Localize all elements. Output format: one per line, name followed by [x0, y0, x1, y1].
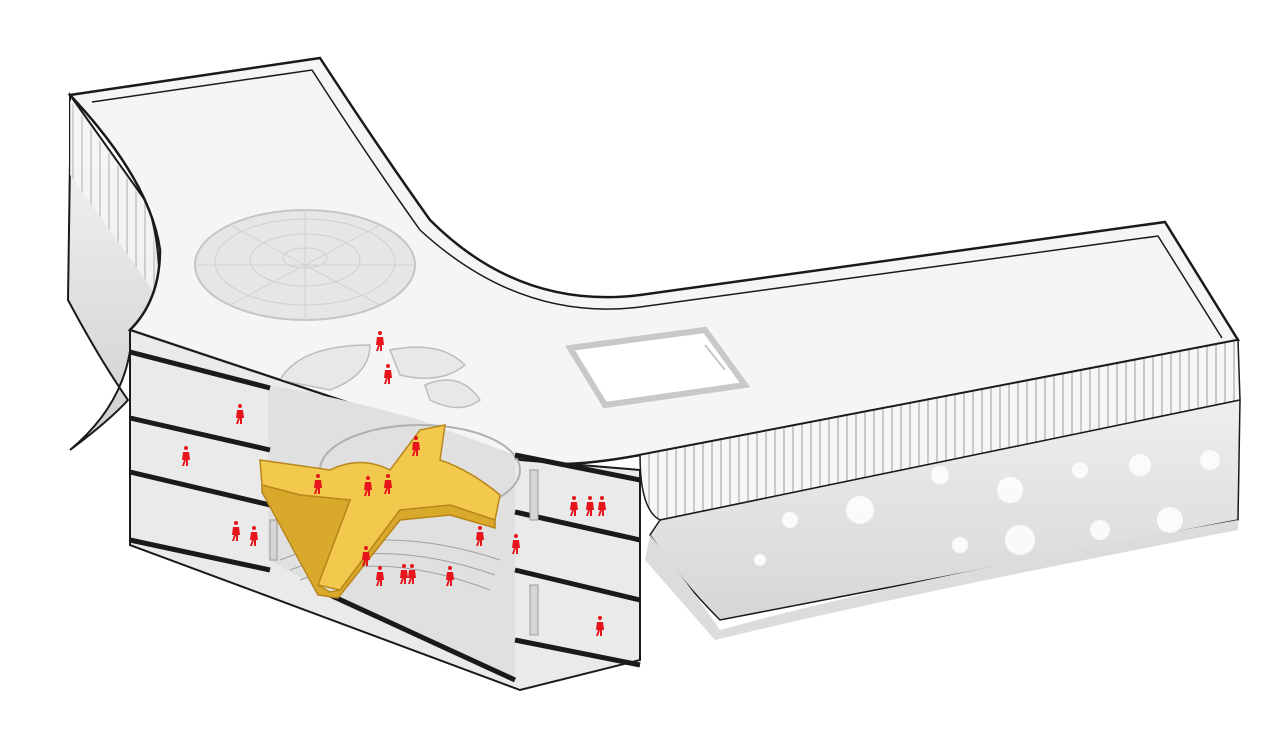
left-louvers	[70, 100, 160, 300]
person-figure	[512, 534, 520, 554]
facade-dots	[754, 450, 1220, 566]
person-figure	[384, 474, 392, 494]
floor-slabs	[129, 349, 641, 683]
people-figures	[182, 331, 606, 636]
person-figure	[314, 474, 322, 494]
round-skylight	[194, 209, 416, 321]
person-figure	[570, 496, 578, 516]
roof-parapet-inner	[91, 69, 1223, 339]
central-stair-bridge	[259, 424, 501, 599]
person-figure	[476, 526, 484, 546]
person-figure	[182, 446, 190, 466]
person-figure	[384, 364, 392, 384]
person-figure	[364, 476, 372, 496]
person-figure	[236, 404, 244, 424]
person-figure	[412, 436, 420, 456]
person-figure	[250, 526, 258, 546]
atrium-void	[268, 385, 515, 680]
person-figure	[362, 546, 370, 566]
square-skylight	[565, 326, 751, 409]
petal-skylights	[278, 344, 482, 409]
person-figure	[232, 521, 240, 541]
person-figure	[596, 616, 604, 636]
person-figure	[408, 564, 416, 584]
person-figure	[446, 566, 454, 586]
person-figure	[376, 331, 384, 351]
person-figure	[376, 566, 384, 586]
curved-base	[645, 520, 1238, 640]
columns	[269, 469, 539, 636]
person-figure	[586, 496, 594, 516]
person-figure	[598, 496, 606, 516]
person-figure	[400, 564, 408, 584]
